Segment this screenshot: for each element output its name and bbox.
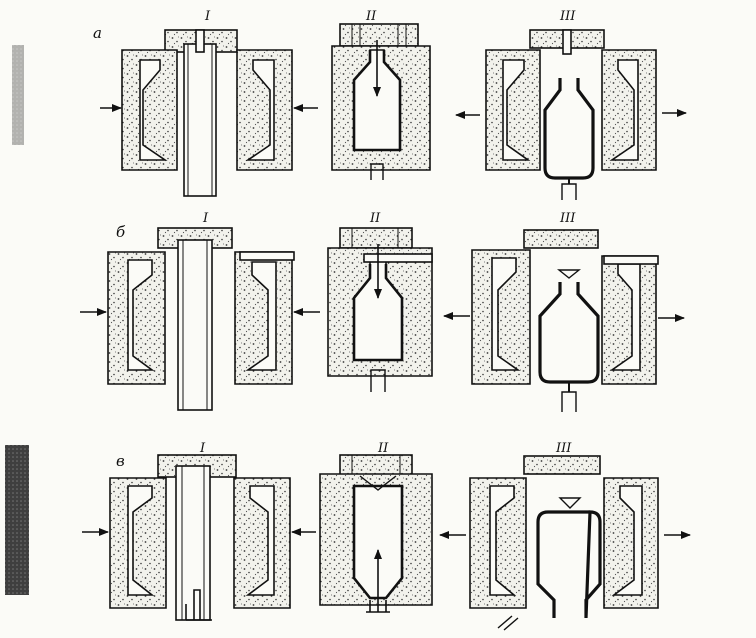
stage-label-v-3: III: [555, 441, 572, 456]
finished-bottle: [536, 510, 602, 619]
closed-mold: [331, 45, 431, 171]
closed-mold: [327, 247, 433, 377]
panel-b-1: [80, 227, 320, 411]
right-mold-half: [236, 49, 293, 171]
left-mold-half: [107, 251, 166, 385]
head-block: [339, 227, 413, 249]
tail-flash: [561, 183, 577, 200]
panel-a-1: [100, 29, 318, 197]
neck-insert: [603, 255, 659, 265]
left-mold-half: [485, 49, 541, 171]
stage-label-a-2: II: [365, 9, 377, 24]
right-mold-half: [234, 251, 293, 385]
right-mold-half: [601, 255, 657, 385]
left-mold-half: [469, 477, 527, 609]
bottle-cavity: [352, 264, 404, 362]
head-block: [339, 454, 413, 476]
top-pinch: [359, 475, 397, 491]
head-block: [523, 229, 599, 249]
closed-mold: [319, 473, 433, 606]
scan-mark-bottom: [5, 445, 29, 595]
scan-mark-top: [12, 45, 24, 145]
blow-pin: [185, 589, 212, 621]
neck-flash: [558, 497, 582, 509]
pinch-off: [370, 369, 386, 392]
neck-insert: [239, 251, 295, 261]
stage-label-a-3: III: [559, 9, 576, 24]
stage-label-v-2: II: [377, 441, 389, 456]
finished-bottle: [543, 78, 595, 180]
panel-v-2: [319, 454, 433, 613]
bottle-cavity: [352, 484, 404, 600]
left-mold-half: [121, 49, 178, 171]
panel-v-1: [82, 454, 316, 621]
nozzle: [195, 29, 205, 53]
right-mold-half: [601, 49, 657, 171]
bottle-cavity: [352, 50, 402, 152]
neck-insert: [363, 253, 433, 263]
stage-label-b-1: I: [202, 211, 209, 226]
tail-flash: [561, 391, 577, 412]
finished-bottle: [538, 282, 600, 384]
row-label-b: б: [116, 223, 126, 241]
stage-label-b-3: III: [559, 211, 576, 226]
right-mold-half: [233, 477, 291, 609]
panel-a-2: [331, 23, 431, 180]
parison-tube: [177, 239, 213, 411]
nozzle: [562, 29, 572, 55]
head-block: [523, 455, 601, 475]
row-label-v: в: [116, 452, 125, 470]
neck-flash: [557, 269, 581, 279]
stage-label-b-2: II: [369, 211, 381, 226]
left-mold-half: [109, 477, 167, 609]
stage-label-v-1: I: [199, 441, 206, 456]
parison-tube: [175, 465, 211, 621]
parison-tube: [183, 43, 217, 197]
removed-pin: [497, 615, 519, 631]
panel-a-3: [455, 29, 687, 200]
row-label-a: а: [93, 24, 102, 42]
right-mold-half: [603, 477, 659, 609]
blow-pin: [366, 600, 390, 613]
stage-label-a-1: I: [204, 9, 211, 24]
panel-v-3: [439, 455, 691, 631]
panel-b-2: [327, 227, 433, 392]
panel-b-3: [443, 229, 685, 412]
pinch-off: [370, 163, 384, 180]
left-mold-half: [471, 249, 531, 385]
